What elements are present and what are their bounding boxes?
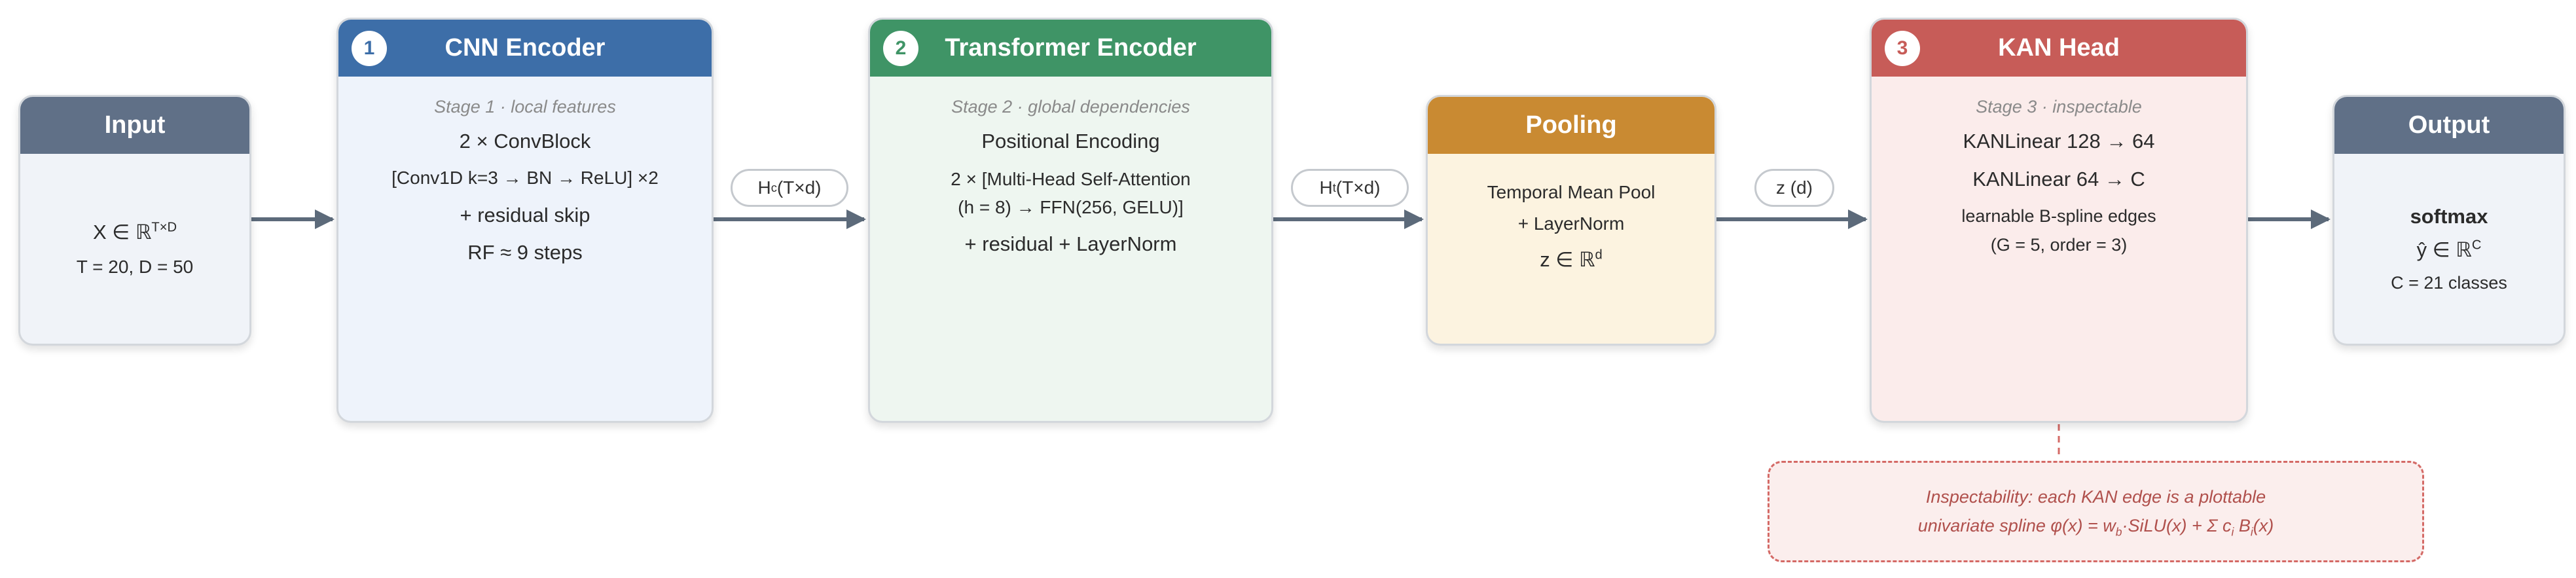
- mhsa-line-2: (h = 8) → FFN(256, GELU)]: [958, 197, 1184, 218]
- cnn-block: 2 × ConvBlock: [459, 130, 591, 153]
- note-line-1: Inspectability: each KAN edge is a plott…: [1925, 487, 2266, 507]
- output-function: softmax: [2410, 204, 2488, 228]
- kan-layer-2: KANLinear 64 → C: [1972, 167, 2145, 190]
- cnn-encoder-title: CNN Encoder: [444, 34, 606, 62]
- stage-1-badge: 1: [352, 31, 387, 66]
- transformer-encoder-node: 2 Transformer Encoder Stage 2 · global d…: [868, 18, 1273, 423]
- pooling-header: Pooling: [1428, 97, 1714, 154]
- input-header: Input: [20, 97, 249, 154]
- pooling-line-2: + LayerNorm: [1517, 213, 1625, 234]
- kan-head-title: KAN Head: [1998, 34, 2120, 62]
- edge-label-z: z (d): [1754, 169, 1834, 207]
- pooling-title: Pooling: [1525, 111, 1617, 139]
- transformer-stage-label: Stage 2 · global dependencies: [951, 97, 1190, 117]
- input-shape: X ∈ ℝT×D: [92, 220, 177, 244]
- stage-3-badge: 3: [1885, 31, 1920, 66]
- output-classes: C = 21 classes: [2391, 272, 2507, 293]
- input-dims: T = 20, D = 50: [76, 256, 194, 277]
- output-node: Output softmax ŷ ∈ ℝC C = 21 classes: [2332, 95, 2566, 346]
- kan-stage-label: Stage 3 · inspectable: [1976, 97, 2142, 117]
- input-node: Input X ∈ ℝT×D T = 20, D = 50: [18, 95, 251, 346]
- kan-params: (G = 5, order = 3): [1990, 235, 2128, 255]
- kan-edges: learnable B-spline edges: [1961, 206, 2156, 226]
- cnn-stage-label: Stage 1 · local features: [434, 97, 616, 117]
- cnn-residual-skip: + residual skip: [460, 204, 590, 227]
- kan-head-header: 3 KAN Head: [1872, 20, 2246, 77]
- output-header: Output: [2334, 97, 2564, 154]
- note-line-2: univariate spline φ(x) = wb·SiLU(x) + Σ …: [1917, 515, 2274, 538]
- cnn-encoder-header: 1 CNN Encoder: [338, 20, 712, 77]
- mhsa-line-1: 2 × [Multi-Head Self-Attention: [951, 168, 1191, 189]
- pooling-line-1: Temporal Mean Pool: [1487, 182, 1656, 202]
- transformer-encoder-title: Transformer Encoder: [945, 34, 1197, 62]
- kan-head-node: 3 KAN Head Stage 3 · inspectable KANLine…: [1870, 18, 2248, 423]
- input-title: Input: [104, 111, 166, 139]
- transformer-norm: + residual + LayerNorm: [964, 232, 1177, 255]
- kan-layer-1: KANLinear 128 → 64: [1963, 130, 2155, 153]
- output-title: Output: [2408, 111, 2490, 139]
- cnn-encoder-node: 1 CNN Encoder Stage 1 · local features 2…: [336, 18, 714, 423]
- output-shape: ŷ ∈ ℝC: [2416, 238, 2482, 261]
- cnn-receptive-field: RF ≈ 9 steps: [467, 241, 583, 264]
- stage-2-badge: 2: [883, 31, 918, 66]
- cnn-block-detail: [Conv1D k=3 → BN → ReLU] ×2: [391, 167, 659, 188]
- pooling-output-shape: z ∈ ℝd: [1540, 247, 1603, 272]
- pooling-node: Pooling Temporal Mean Pool + LayerNorm z…: [1426, 95, 1716, 346]
- inspectability-note: Inspectability: each KAN edge is a plott…: [1768, 461, 2424, 562]
- positional-encoding: Positional Encoding: [981, 130, 1160, 153]
- transformer-encoder-header: 2 Transformer Encoder: [870, 20, 1271, 77]
